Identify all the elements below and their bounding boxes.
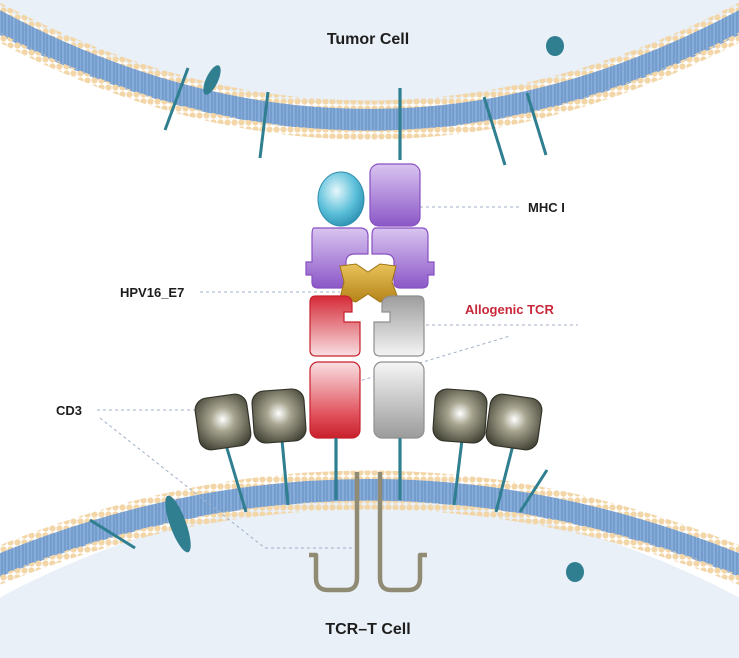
allogenic-tcr-label: Allogenic TCR <box>465 302 554 317</box>
tcr-membrane-protein <box>518 469 549 513</box>
tumor-membrane-protein <box>163 67 190 131</box>
mhc-alpha2-domain <box>371 227 435 289</box>
tumor-membrane-inner-heads <box>0 32 739 140</box>
tcr-membrane-outer-heads <box>0 470 739 555</box>
cd3-label: CD3 <box>56 403 82 418</box>
tcr-membrane-protein <box>165 495 191 553</box>
tcr-membrane-protein <box>89 518 136 550</box>
tcr-cytoplasmic-tail-left <box>309 472 360 593</box>
tumor-membrane-protein <box>525 92 548 156</box>
cd3-stalk <box>280 439 290 506</box>
mhc-alpha3-domain <box>369 163 421 227</box>
cd3-subunit <box>432 388 488 444</box>
hpv16-e7-label: HPV16_E7 <box>120 285 184 300</box>
tumor-cell: Tumor Cell <box>0 0 739 166</box>
cd3-stalk <box>494 444 515 513</box>
cd3-complex <box>194 388 543 513</box>
tcr-alpha-variable-domain <box>309 295 361 357</box>
tcr-membrane-protein <box>566 562 584 582</box>
cd3-stalk <box>224 444 248 513</box>
mhc-i-complex <box>305 163 435 303</box>
cd3-inner-leader-line <box>99 417 360 549</box>
cd3-subunit <box>485 393 543 451</box>
tumor-membrane-protein <box>203 65 221 95</box>
tumor-membrane-tails <box>0 10 739 131</box>
tumor-membrane-protein <box>258 91 270 159</box>
tcr-beta-variable-domain <box>373 295 425 357</box>
cd3-subunit <box>251 388 307 444</box>
tcr-alpha-constant-domain <box>309 361 361 439</box>
tcr-t-cell: TCR–T Cell <box>0 469 739 658</box>
tcr-membrane-inner-heads <box>0 500 739 585</box>
tumor-cell-label: Tumor Cell <box>327 31 409 48</box>
cd3-stalk <box>452 439 464 506</box>
beta2-microglobulin <box>317 171 365 227</box>
tcr-t-cell-label: TCR–T Cell <box>325 621 410 638</box>
cd3-subunit <box>194 393 252 451</box>
tumor-membrane-protein <box>482 96 507 166</box>
allogenic-tcr <box>309 295 427 593</box>
tcr-beta-constant-domain <box>373 361 425 439</box>
tumor-membrane-outer-heads <box>0 2 739 110</box>
mhc-i-label: MHC I <box>528 200 565 215</box>
tcr-cytoplasmic-tail-right <box>377 472 427 593</box>
tumor-membrane-protein <box>546 36 564 56</box>
